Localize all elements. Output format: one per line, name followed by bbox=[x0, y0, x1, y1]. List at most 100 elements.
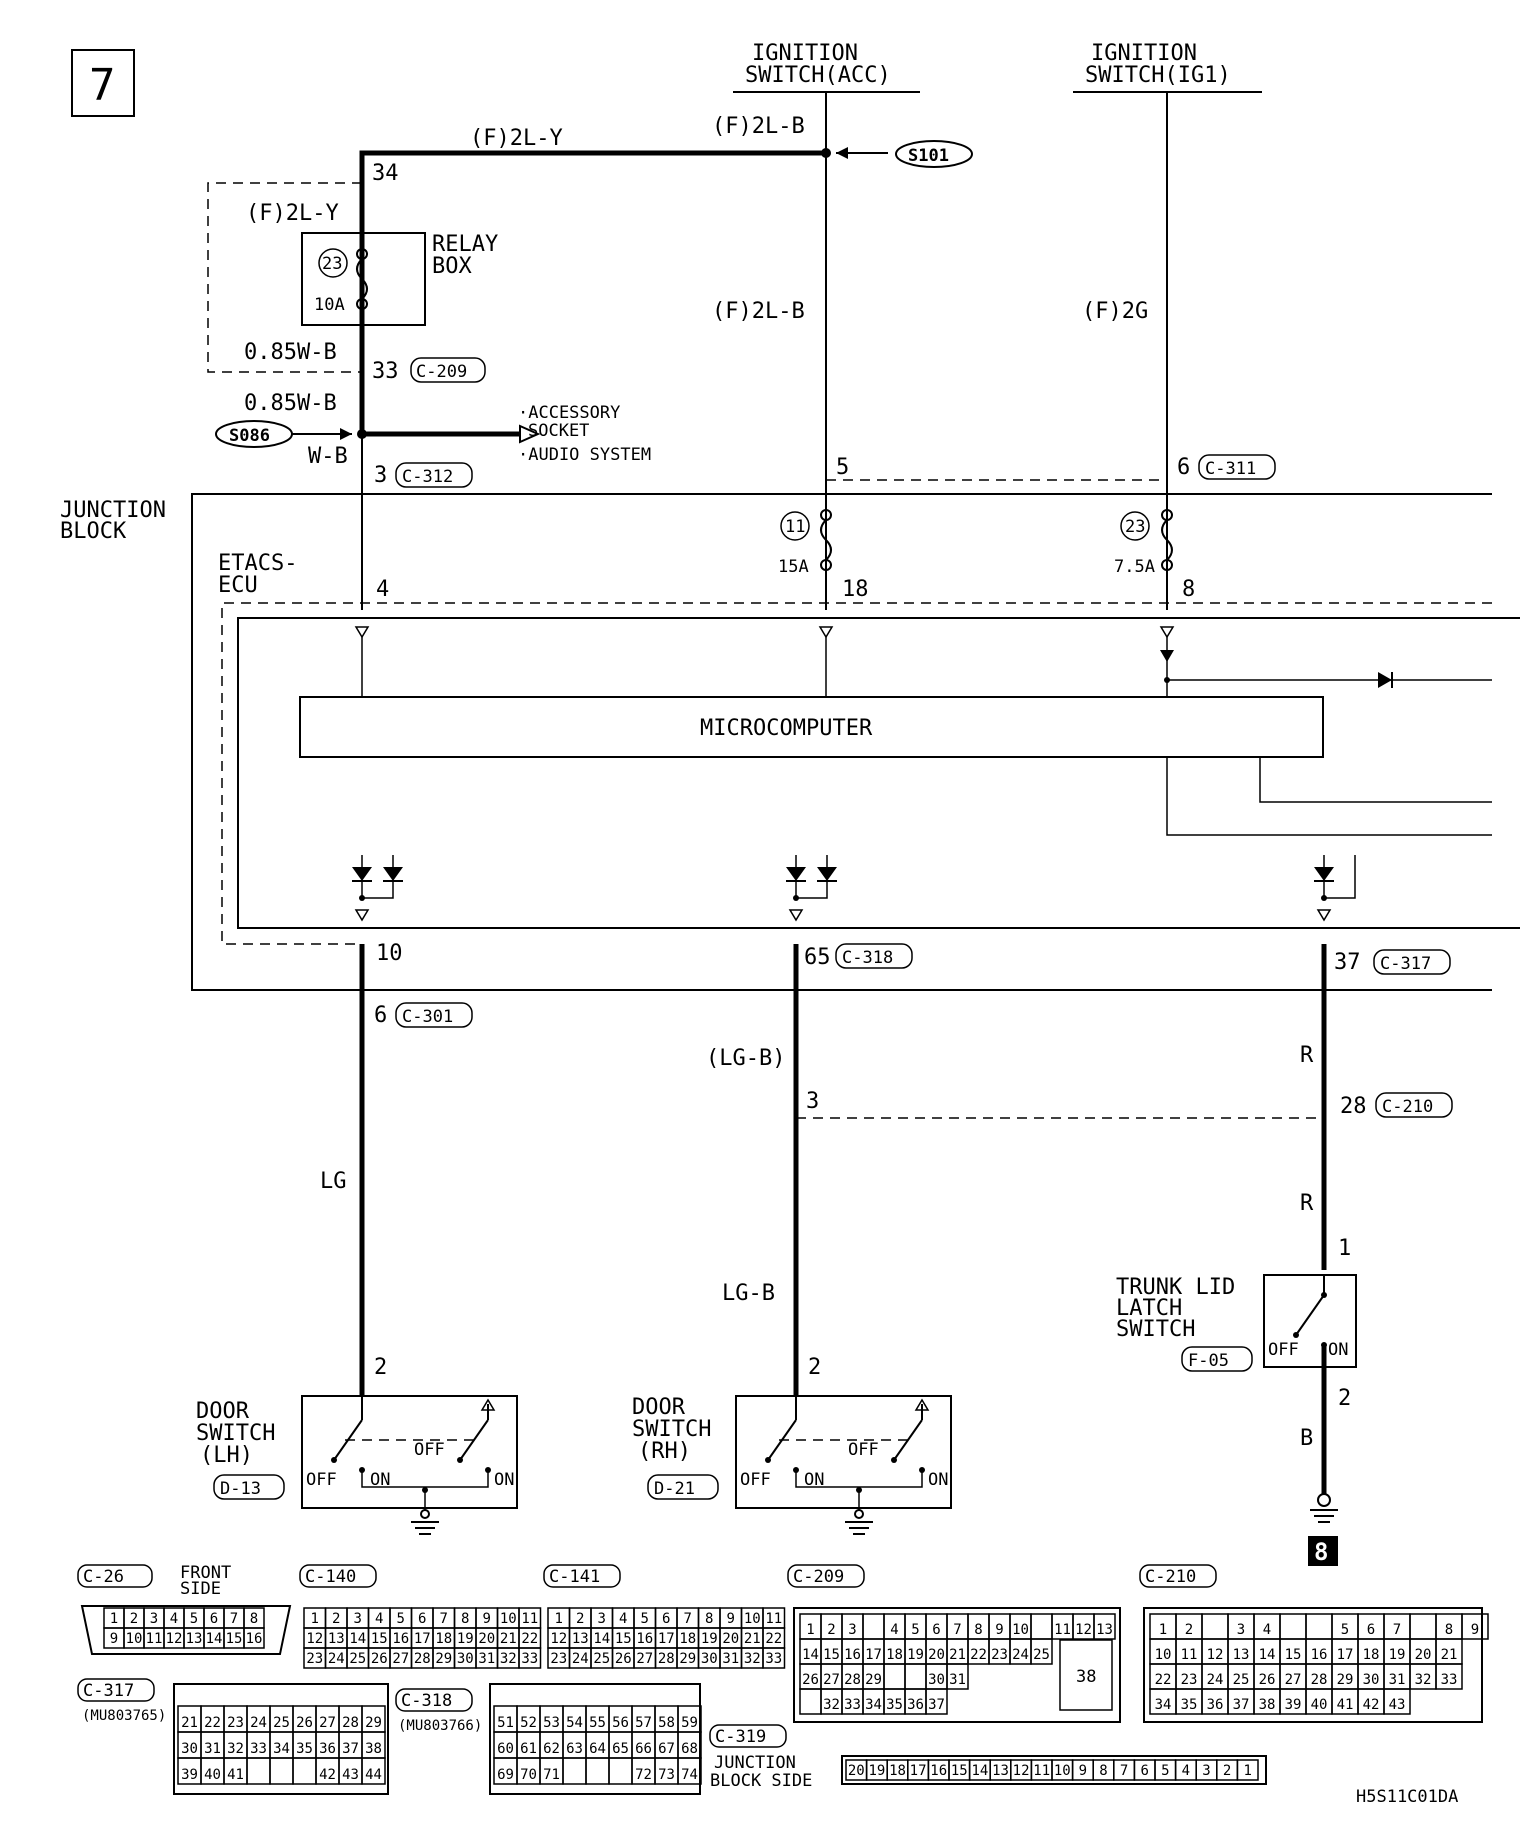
audio-system: ·AUDIO SYSTEM bbox=[518, 445, 651, 465]
pin-number: 20 bbox=[478, 1631, 495, 1647]
pin-number: 3 bbox=[150, 1611, 158, 1627]
pin-number: 2 bbox=[332, 1611, 340, 1627]
conn-c301: C-301 bbox=[402, 1007, 453, 1027]
pin-number: 20 bbox=[1415, 1647, 1432, 1663]
pin-number: 34 bbox=[1155, 1697, 1172, 1713]
pin-number: 10 bbox=[1155, 1647, 1172, 1663]
pin-number: 23 bbox=[1181, 1672, 1198, 1688]
pin-number: 6 bbox=[1367, 1622, 1375, 1638]
door-lh-off2: OFF bbox=[414, 1440, 445, 1460]
pin-number: 35 bbox=[886, 1697, 903, 1713]
ign-acc-label-2: SWITCH(ACC) bbox=[745, 63, 891, 88]
ign-ig1-label-1: IGNITION bbox=[1091, 41, 1197, 66]
pin-number: 7 bbox=[230, 1611, 238, 1627]
pin-number: 25 bbox=[593, 1651, 610, 1667]
pin-cell bbox=[862, 1613, 885, 1640]
pin-number: 35 bbox=[296, 1741, 313, 1757]
relay-fuse-symbol bbox=[356, 258, 368, 300]
pin-number: 1 bbox=[311, 1611, 319, 1627]
trunk-off: OFF bbox=[1268, 1340, 1299, 1360]
pin-number: 22 bbox=[1155, 1672, 1172, 1688]
pin-number: 36 bbox=[1207, 1697, 1224, 1713]
trunk-label-3: SWITCH bbox=[1116, 1317, 1195, 1342]
pin-number: 12 bbox=[1075, 1622, 1092, 1638]
pin-number: 6 bbox=[662, 1611, 670, 1627]
pin-number: 19 bbox=[868, 1763, 885, 1779]
pin-28: 28 bbox=[1340, 1094, 1367, 1119]
pin-number: 29 bbox=[679, 1651, 696, 1667]
pin-number: 29 bbox=[1337, 1672, 1354, 1688]
pin-number: 32 bbox=[744, 1651, 761, 1667]
pin-cell bbox=[1201, 1613, 1229, 1640]
conn-c210: C-210 bbox=[1382, 1097, 1433, 1117]
pin-number: 60 bbox=[497, 1741, 514, 1757]
c26-note-1: FRONT bbox=[180, 1563, 231, 1583]
pin-number: 31 bbox=[949, 1672, 966, 1688]
pin-number: 13 bbox=[572, 1631, 589, 1647]
relay-dashed-path bbox=[207, 182, 362, 373]
pin-4: 4 bbox=[376, 577, 389, 602]
lgb-label-1: (LG-B) bbox=[706, 1046, 785, 1071]
pin-number: 22 bbox=[521, 1631, 538, 1647]
relay-fuse-number: 23 bbox=[322, 254, 342, 274]
s086-label: S086 bbox=[229, 426, 270, 446]
pin-33: 33 bbox=[372, 359, 399, 384]
pin-number: 1 bbox=[110, 1611, 118, 1627]
pin-number: 63 bbox=[566, 1741, 583, 1757]
lgb-label-2: LG-B bbox=[722, 1281, 775, 1306]
pin-number: 58 bbox=[658, 1715, 675, 1731]
pin-number: 27 bbox=[1285, 1672, 1302, 1688]
pin-number: 14 bbox=[593, 1631, 610, 1647]
pin-number: 18 bbox=[435, 1631, 452, 1647]
pin-number: 9 bbox=[110, 1631, 118, 1647]
pin-cell bbox=[904, 1663, 927, 1690]
pin-number: 35 bbox=[1181, 1697, 1198, 1713]
pin-cell bbox=[1461, 1613, 1489, 1640]
pin-number: 23 bbox=[306, 1651, 323, 1667]
pin-number: 15 bbox=[951, 1763, 968, 1779]
trunk-label-1: TRUNK LID bbox=[1116, 1275, 1235, 1300]
pin-number: 34 bbox=[865, 1697, 882, 1713]
etacs-dashed-outline bbox=[221, 602, 1492, 945]
pin-number: 70 bbox=[520, 1767, 537, 1783]
pin-number: 1 bbox=[1243, 1763, 1251, 1779]
door-lh-ground-icon bbox=[411, 1509, 439, 1535]
pin-number: 21 bbox=[1441, 1647, 1458, 1663]
pin-number: 37 bbox=[928, 1697, 945, 1713]
pin-number: 40 bbox=[1311, 1697, 1328, 1713]
pin-number: 28 bbox=[1311, 1672, 1328, 1688]
trunk-output-diode bbox=[1314, 855, 1356, 922]
pin-number: 26 bbox=[1259, 1672, 1276, 1688]
pin-number: 26 bbox=[615, 1651, 632, 1667]
pin-number: 26 bbox=[296, 1715, 313, 1731]
pin-number: 23 bbox=[991, 1647, 1008, 1663]
fuse-23-number: 23 bbox=[1125, 517, 1145, 537]
c317v-outline bbox=[173, 1683, 389, 1795]
pin-cell bbox=[269, 1757, 294, 1785]
pin-number: 9 bbox=[727, 1611, 735, 1627]
pin-number: 39 bbox=[1285, 1697, 1302, 1713]
pin-number: 11 bbox=[1181, 1647, 1198, 1663]
pin-cell bbox=[1435, 1663, 1463, 1690]
pin-number: 32 bbox=[823, 1697, 840, 1713]
pin-1: 1 bbox=[1338, 1236, 1351, 1261]
pin-number: 14 bbox=[206, 1631, 223, 1647]
pin-number: 32 bbox=[500, 1651, 517, 1667]
pin-number: 20 bbox=[928, 1647, 945, 1663]
pin-number: 6 bbox=[418, 1611, 426, 1627]
b-label: B bbox=[1300, 1426, 1313, 1451]
pin-number: 32 bbox=[227, 1741, 244, 1757]
pin-number: 66 bbox=[635, 1741, 652, 1757]
pin-number: 31 bbox=[478, 1651, 495, 1667]
door-switch-rh-box bbox=[735, 1395, 952, 1509]
microcomputer-box bbox=[299, 696, 1324, 758]
pin-number: 11 bbox=[765, 1611, 782, 1627]
pin-cell bbox=[883, 1663, 906, 1690]
pin-number: 12 bbox=[1207, 1647, 1224, 1663]
pin-cell bbox=[292, 1757, 317, 1785]
pin-number: 31 bbox=[1389, 1672, 1406, 1688]
pin-number: 30 bbox=[928, 1672, 945, 1688]
pin-number: 3 bbox=[598, 1611, 606, 1627]
pin-number: 24 bbox=[572, 1651, 589, 1667]
